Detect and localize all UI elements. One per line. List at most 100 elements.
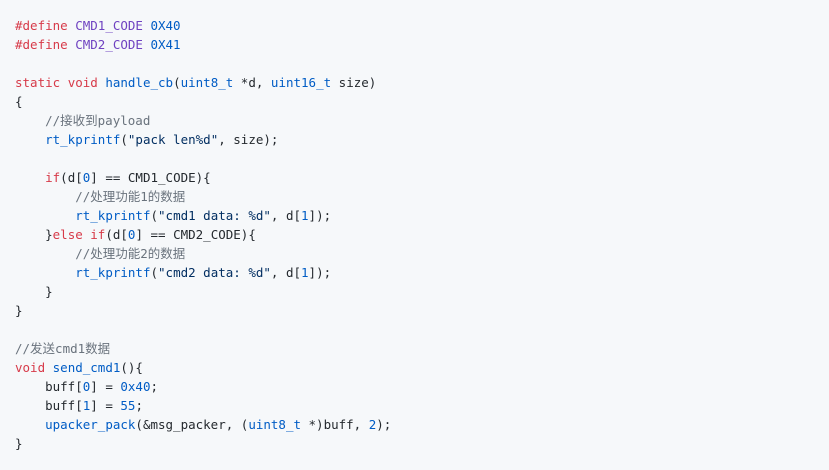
code-token bbox=[15, 132, 45, 147]
code-token bbox=[15, 189, 75, 204]
code-token: (&msg_packer, ( bbox=[135, 417, 249, 432]
code-token: ( bbox=[150, 265, 159, 280]
code-token: } bbox=[15, 284, 53, 299]
code-token: 55 bbox=[120, 398, 136, 413]
code-token bbox=[15, 417, 45, 432]
code-token: , d[ bbox=[270, 265, 302, 280]
code-token: ( bbox=[173, 75, 181, 90]
code-token: void bbox=[67, 75, 98, 90]
code-token bbox=[15, 170, 45, 185]
code-line: #define CMD1_CODE 0X40 bbox=[15, 16, 829, 35]
code-line: void send_cmd1(){ bbox=[15, 358, 829, 377]
code-token bbox=[45, 360, 53, 375]
code-token: rt_kprintf bbox=[75, 208, 151, 223]
code-token: ; bbox=[150, 379, 159, 394]
code-line bbox=[15, 149, 829, 168]
code-token bbox=[15, 113, 45, 128]
code-token: } bbox=[15, 227, 53, 242]
code-line: } bbox=[15, 301, 829, 320]
code-token: (d[ bbox=[105, 227, 128, 242]
code-token: *)buff, bbox=[301, 417, 369, 432]
code-token: if bbox=[90, 227, 106, 242]
code-token: CMD1_CODE bbox=[75, 18, 143, 33]
code-line bbox=[15, 320, 829, 339]
code-token: //接收到payload bbox=[45, 113, 151, 128]
code-token: 0 bbox=[82, 379, 91, 394]
code-token: size) bbox=[331, 75, 377, 90]
code-token: #define bbox=[15, 18, 68, 33]
code-token: ; bbox=[135, 398, 143, 413]
code-token: { bbox=[15, 94, 23, 109]
code-token: ] = bbox=[90, 379, 121, 394]
code-line: }else if(d[0] == CMD2_CODE){ bbox=[15, 225, 829, 244]
code-token: void bbox=[15, 360, 46, 375]
code-line: rt_kprintf("cmd2 data: %d", d[1]); bbox=[15, 263, 829, 282]
code-token bbox=[15, 208, 75, 223]
code-token: ] == CMD1_CODE){ bbox=[90, 170, 211, 185]
code-line: //处理功能1的数据 bbox=[15, 187, 829, 206]
code-token: //处理功能2的数据 bbox=[75, 246, 186, 261]
code-line bbox=[15, 54, 829, 73]
code-token: ]); bbox=[308, 265, 332, 280]
code-line: } bbox=[15, 434, 829, 453]
code-line: rt_kprintf("cmd1 data: %d", d[1]); bbox=[15, 206, 829, 225]
code-token: 0X40 bbox=[150, 18, 181, 33]
code-token: } bbox=[15, 303, 23, 318]
code-token: uint8_t bbox=[248, 417, 301, 432]
code-line: rt_kprintf("pack len%d", size); bbox=[15, 130, 829, 149]
code-line: static void handle_cb(uint8_t *d, uint16… bbox=[15, 73, 829, 92]
code-token: *d, bbox=[233, 75, 271, 90]
code-token: ); bbox=[376, 417, 392, 432]
code-token bbox=[15, 246, 75, 261]
code-token: send_cmd1 bbox=[52, 360, 121, 375]
code-token: rt_kprintf bbox=[75, 265, 151, 280]
code-token: CMD2_CODE bbox=[75, 37, 143, 52]
code-token: 0X41 bbox=[150, 37, 181, 52]
code-token: "cmd1 data: %d" bbox=[158, 208, 271, 223]
code-line: { bbox=[15, 92, 829, 111]
code-token: 0 bbox=[127, 227, 136, 242]
code-token: "pack len%d" bbox=[127, 132, 219, 147]
code-token: 1 bbox=[301, 265, 309, 280]
code-token: 1 bbox=[82, 398, 91, 413]
code-token: (){ bbox=[120, 360, 143, 375]
code-line: } bbox=[15, 282, 829, 301]
code-token: else bbox=[52, 227, 83, 242]
code-token: //处理功能1的数据 bbox=[75, 189, 186, 204]
code-token: #define bbox=[15, 37, 68, 52]
code-token: ] == CMD2_CODE){ bbox=[135, 227, 256, 242]
code-line: //发送cmd1数据 bbox=[15, 339, 829, 358]
code-token: , d[ bbox=[270, 208, 302, 223]
code-token: 0x40 bbox=[120, 379, 151, 394]
code-token: uint16_t bbox=[270, 75, 332, 90]
code-token: , size); bbox=[218, 132, 279, 147]
code-token: ]); bbox=[308, 208, 332, 223]
code-token: if bbox=[45, 170, 61, 185]
code-lines: #define CMD1_CODE 0X40#define CMD2_CODE … bbox=[15, 16, 829, 453]
code-token: 1 bbox=[301, 208, 309, 223]
code-token: buff[ bbox=[15, 398, 83, 413]
code-token bbox=[60, 75, 68, 90]
code-line: #define CMD2_CODE 0X41 bbox=[15, 35, 829, 54]
code-token: (d[ bbox=[60, 170, 83, 185]
code-line: //处理功能2的数据 bbox=[15, 244, 829, 263]
code-line: if(d[0] == CMD1_CODE){ bbox=[15, 168, 829, 187]
code-token: rt_kprintf bbox=[45, 132, 121, 147]
code-line: upacker_pack(&msg_packer, (uint8_t *)buf… bbox=[15, 415, 829, 434]
code-token: ( bbox=[150, 208, 159, 223]
code-line: buff[1] = 55; bbox=[15, 396, 829, 415]
code-line: buff[0] = 0x40; bbox=[15, 377, 829, 396]
code-line: //接收到payload bbox=[15, 111, 829, 130]
code-token: //发送cmd1数据 bbox=[15, 341, 111, 356]
code-token: buff[ bbox=[15, 379, 83, 394]
code-token: upacker_pack bbox=[45, 417, 136, 432]
code-token: handle_cb bbox=[105, 75, 174, 90]
code-token: ] = bbox=[90, 398, 121, 413]
code-token: 0 bbox=[82, 170, 91, 185]
code-token: 2 bbox=[368, 417, 377, 432]
code-token bbox=[15, 265, 75, 280]
code-token: ( bbox=[120, 132, 128, 147]
code-token: "cmd2 data: %d" bbox=[158, 265, 271, 280]
code-token: } bbox=[15, 436, 23, 451]
